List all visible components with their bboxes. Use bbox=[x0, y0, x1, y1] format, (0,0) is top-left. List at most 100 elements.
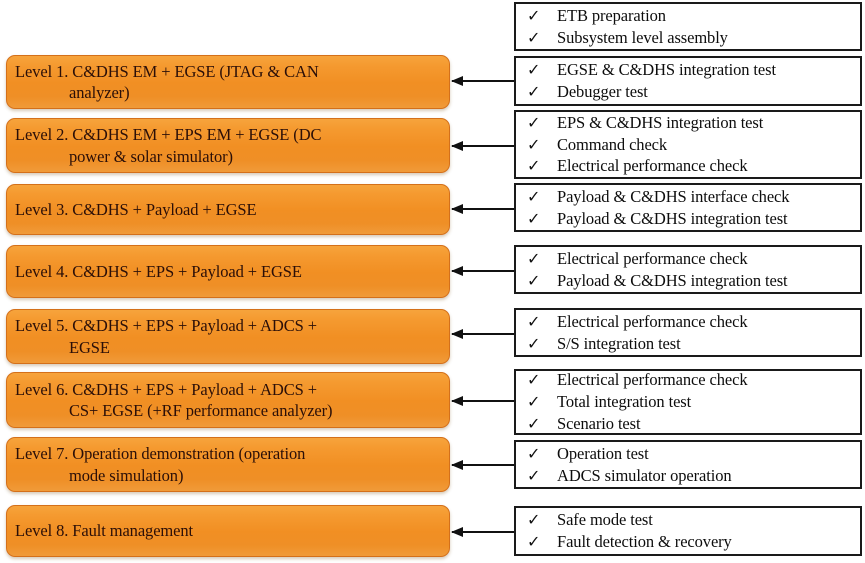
arrow-left-icon-4 bbox=[451, 265, 514, 276]
check-icon: ✓ bbox=[527, 156, 541, 176]
checklist-item: ✓ EGSE & C&DHS integration test bbox=[524, 59, 856, 81]
checklist-item: ✓Fault detection & recovery bbox=[524, 531, 856, 553]
check-icon: ✓ bbox=[527, 208, 541, 228]
arrow-left-icon-7 bbox=[451, 459, 514, 470]
check-icon: ✓ bbox=[527, 112, 541, 132]
checklist-item: ✓Debugger test bbox=[524, 81, 856, 103]
level-box-label: Level 3. C&DHS + Payload + EGSE bbox=[15, 199, 439, 220]
level-box-6[interactable]: Level 6. C&DHS + EPS + Payload + ADCS + C… bbox=[6, 372, 450, 428]
level-box-7[interactable]: Level 7. Operation demonstration (operat… bbox=[6, 437, 450, 492]
level-line-primary: Level 6. C&DHS + EPS + Payload + ADCS + bbox=[15, 379, 317, 399]
arrow-left-icon-2 bbox=[451, 140, 514, 151]
check-icon: ✓ bbox=[527, 5, 541, 25]
check-icon: ✓ bbox=[527, 27, 541, 47]
checklist-box-1[interactable]: ✓ EGSE & C&DHS integration test✓Debugger … bbox=[514, 56, 862, 106]
level-line-primary: Level 3. C&DHS + Payload + EGSE bbox=[15, 199, 257, 219]
checklist-item: ✓ EPS & C&DHS integration test bbox=[524, 112, 856, 134]
checklist-item: ✓ Subsystem level assembly bbox=[524, 27, 856, 49]
checklist-item: ✓Operation test bbox=[524, 443, 856, 465]
check-icon: ✓ bbox=[527, 60, 541, 80]
checklist-item-label: Command check bbox=[557, 134, 668, 154]
level-box-3[interactable]: Level 3. C&DHS + Payload + EGSE bbox=[6, 184, 450, 235]
checklist-item-label: Electrical performance check bbox=[557, 311, 748, 331]
checklist-box-0[interactable]: ✓ ETB preparation ✓ Subsystem level assembl… bbox=[514, 2, 862, 51]
level-line-primary: Level 8. Fault management bbox=[15, 521, 194, 541]
check-icon: ✓ bbox=[527, 392, 541, 412]
check-icon: ✓ bbox=[527, 270, 541, 290]
level-box-1[interactable]: Level 1. C&DHS EM + EGSE (JTAG & CAN anal… bbox=[6, 55, 450, 109]
level-line-continuation: power & solar simulator) bbox=[69, 146, 233, 166]
level-box-8[interactable]: Level 8. Fault management bbox=[6, 505, 450, 557]
check-icon: ✓ bbox=[527, 510, 541, 530]
checklist-box-2[interactable]: ✓ EPS & C&DHS integration test ✓ Command ch… bbox=[514, 110, 862, 179]
check-icon: ✓ bbox=[527, 186, 541, 206]
checklist-item: ✓ ADCS simulator operation bbox=[524, 465, 856, 487]
checklist-box-5[interactable]: ✓ Electrical performance check ✓ S/S integr… bbox=[514, 308, 862, 357]
checklist-item: ✓ Payload & C&DHS integration test bbox=[524, 270, 856, 292]
arrow-left-icon-8 bbox=[451, 526, 514, 537]
level-line-continuation: analyzer) bbox=[69, 83, 130, 102]
level-line-primary: Level 7. Operation demonstration (operat… bbox=[15, 444, 306, 464]
checklist-item-label: Scenario test bbox=[557, 413, 641, 433]
level-line-continuation: EGSE bbox=[69, 337, 110, 357]
arrow-left-icon-1 bbox=[451, 75, 514, 86]
check-icon: ✓ bbox=[527, 311, 541, 331]
level-line-primary: Level 1. C&DHS EM + EGSE (JTAG & CAN bbox=[15, 61, 319, 81]
checklist-item-label: ETB preparation bbox=[557, 5, 666, 25]
checklist-item-label: S/S integration test bbox=[557, 333, 681, 353]
checklist-box-4[interactable]: ✓ Electrical performance check ✓ Payload & … bbox=[514, 245, 862, 294]
checklist-item: ✓ Payload & C&DHS integration test bbox=[524, 208, 856, 230]
checklist-item-label: Electrical performance check bbox=[557, 156, 748, 176]
checklist-box-3[interactable]: ✓ Payload & C&DHS interface check ✓ Payload… bbox=[514, 183, 862, 232]
checklist-item-label: Payload & C&DHS integration test bbox=[557, 270, 788, 290]
checklist-item-label: ADCS simulator operation bbox=[557, 465, 732, 485]
check-icon: ✓ bbox=[527, 134, 541, 154]
check-icon: ✓ bbox=[527, 413, 541, 433]
checklist-item-label: Safe mode test bbox=[557, 510, 653, 530]
checklist-item: ✓ S/S integration test bbox=[524, 333, 856, 355]
checklist-item-label: Payload & C&DHS integration test bbox=[557, 208, 788, 228]
check-icon: ✓ bbox=[527, 82, 541, 101]
checklist-box-6[interactable]: ✓ Electrical performance check ✓ Total inte… bbox=[514, 369, 862, 435]
checklist-item: ✓ Safe mode test bbox=[524, 509, 856, 531]
level-box-label: Level 8. Fault management bbox=[15, 520, 439, 541]
arrow-left-icon-6 bbox=[451, 395, 514, 406]
level-box-label: Level 1. C&DHS EM + EGSE (JTAG & CAN anal… bbox=[15, 61, 439, 103]
checklist-item: ✓ ETB preparation bbox=[524, 5, 856, 27]
checklist-item-label: Total integration test bbox=[557, 392, 692, 412]
arrow-left-icon-5 bbox=[451, 328, 514, 339]
level-box-label: Level 6. C&DHS + EPS + Payload + ADCS + C… bbox=[15, 379, 439, 421]
checklist-box-7[interactable]: ✓Operation test✓ ADCS simulator operation bbox=[514, 440, 862, 489]
check-icon: ✓ bbox=[527, 465, 541, 485]
level-line-continuation: mode simulation) bbox=[69, 465, 184, 485]
check-icon: ✓ bbox=[527, 333, 541, 353]
checklist-item-label: EPS & C&DHS integration test bbox=[557, 112, 764, 132]
level-box-4[interactable]: Level 4. C&DHS + EPS + Payload + EGSE bbox=[6, 245, 450, 298]
checklist-box-8[interactable]: ✓ Safe mode test✓Fault detection & recove… bbox=[514, 506, 862, 556]
checklist-item-label: Electrical performance check bbox=[557, 370, 748, 390]
check-icon: ✓ bbox=[527, 370, 541, 390]
check-icon: ✓ bbox=[527, 443, 541, 463]
checklist-item: ✓ Scenario test bbox=[524, 413, 856, 435]
checklist-item: ✓ Command check bbox=[524, 134, 856, 156]
checklist-item: ✓ Total integration test bbox=[524, 391, 856, 413]
checklist-item-label: Payload & C&DHS interface check bbox=[557, 186, 790, 206]
checklist-item: ✓ Electrical performance check bbox=[524, 369, 856, 391]
arrow-left-icon-3 bbox=[451, 203, 514, 214]
checklist-item: ✓ Electrical performance check bbox=[524, 311, 856, 333]
level-line-continuation: CS+ EGSE (+RF performance analyzer) bbox=[69, 401, 333, 420]
level-line-primary: Level 5. C&DHS + EPS + Payload + ADCS + bbox=[15, 316, 317, 336]
level-line-primary: Level 2. C&DHS EM + EPS EM + EGSE (DC bbox=[15, 125, 322, 145]
level-box-5[interactable]: Level 5. C&DHS + EPS + Payload + ADCS +E… bbox=[6, 309, 450, 364]
level-box-label: Level 5. C&DHS + EPS + Payload + ADCS +E… bbox=[15, 315, 439, 357]
level-box-label: Level 4. C&DHS + EPS + Payload + EGSE bbox=[15, 261, 439, 282]
checklist-item: ✓ Electrical performance check bbox=[524, 155, 856, 177]
checklist-item: ✓ Electrical performance check bbox=[524, 248, 856, 270]
checklist-item-label: Subsystem level assembly bbox=[557, 27, 728, 47]
checklist-item-label: Electrical performance check bbox=[557, 248, 748, 268]
check-icon: ✓ bbox=[527, 248, 541, 268]
checklist-item-label: EGSE & C&DHS integration test bbox=[557, 60, 776, 80]
